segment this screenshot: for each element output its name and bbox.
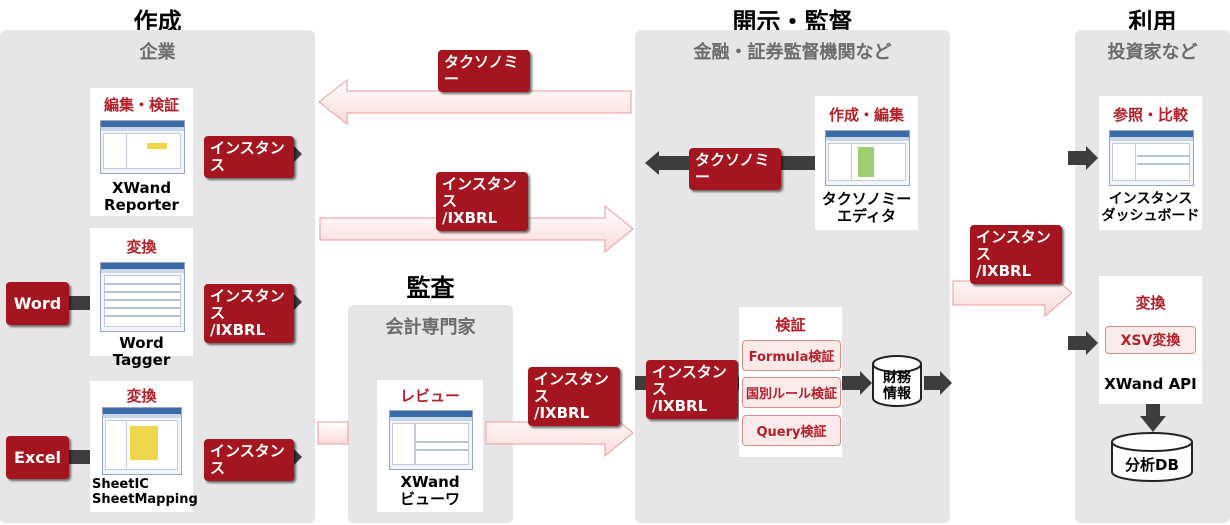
viewer-screenshot-icon: [389, 410, 473, 470]
regulator-to-investor-badge: インスタンス /IXBRL: [970, 225, 1062, 284]
dashboard-screenshot-icon: [1109, 130, 1194, 186]
card-label: XWand Reporter: [104, 179, 179, 214]
country-rule-check-button[interactable]: 国別ルール検証: [742, 377, 841, 408]
create-section-subtitle: 企業: [139, 42, 176, 63]
disclose-section-subtitle: 金融・証券監督機関など: [693, 42, 892, 63]
card-label: Word Tagger: [112, 334, 171, 369]
query-check-button[interactable]: Query検証: [742, 415, 841, 446]
taxonomy-editor-screenshot-icon: [825, 130, 910, 186]
excel-instance-badge: インスタンス: [204, 439, 294, 481]
validation-title: 検証: [775, 316, 806, 334]
analysis-db-label: 分析DB: [1125, 456, 1179, 474]
xwand-api-card[interactable]: 変換 XSV変換 XWand API: [1099, 276, 1202, 404]
card-label: SheetIC SheetMapping: [92, 477, 198, 507]
taxonomy-flow-badge: タクソノミー: [438, 50, 530, 92]
financial-db-icon: [872, 355, 922, 407]
card-title: 変換: [126, 238, 157, 256]
word-source[interactable]: Word: [6, 282, 69, 325]
reporter-screenshot-icon: [100, 120, 185, 174]
card-label: XWand ビューワ: [399, 473, 460, 508]
card-title: 変換: [1135, 294, 1166, 312]
formula-check-button[interactable]: Formula検証: [742, 340, 841, 371]
excel-to-audit-arrow: [317, 421, 349, 445]
xwand-viewer-card[interactable]: レビュー XWand ビューワ: [377, 380, 483, 512]
card-label: タクソノミー エディタ: [821, 190, 912, 225]
card-title: 変換: [126, 387, 157, 405]
word-tagger-card[interactable]: 変換 Word Tagger: [90, 228, 193, 369]
company-to-regulator-badge: インスタンス /IXBRL: [436, 172, 528, 231]
xwand-reporter-card[interactable]: 編集・検証 XWand Reporter: [90, 88, 193, 216]
card-title: レビュー: [399, 387, 460, 405]
xsv-convert-button[interactable]: XSV変換: [1105, 326, 1196, 354]
regulator-input-badge: インスタンス /IXBRL: [646, 360, 738, 419]
word-tagger-screenshot-icon: [100, 262, 185, 332]
audit-section-title: 監査: [406, 274, 455, 302]
sheetic-card[interactable]: 変換 SheetIC SheetMapping: [90, 381, 198, 512]
create-connectors: [68, 145, 302, 466]
taxonomy-output-badge: タクソノミー: [689, 148, 781, 190]
word-instance-ixbrl-badge: インスタンス /IXBRL: [204, 284, 294, 343]
taxonomy-to-company-arrow: [318, 78, 632, 126]
taxonomy-editor-card[interactable]: 作成・編集 タクソノミー エディタ: [815, 96, 918, 230]
analysis-db-icon: [1111, 432, 1193, 482]
investor-connectors: [1068, 146, 1166, 432]
reporter-instance-badge: インスタンス: [204, 136, 294, 178]
sheetic-screenshot-icon: [102, 407, 182, 475]
card-title: 参照・比較: [1112, 106, 1188, 124]
excel-source[interactable]: Excel: [6, 436, 69, 479]
instance-dashboard-card[interactable]: 参照・比較 インスタンス ダッシュボード: [1099, 96, 1202, 230]
card-title: 編集・検証: [103, 96, 179, 114]
audit-section-subtitle: 会計専門家: [385, 317, 476, 338]
use-section-subtitle: 投資家など: [1107, 42, 1198, 63]
card-label: インスタンス ダッシュボード: [1101, 191, 1200, 224]
card-title: 作成・編集: [828, 106, 904, 124]
card-label: XWand API: [1104, 375, 1197, 393]
audit-to-regulator-badge: インスタンス /IXBRL: [528, 367, 620, 426]
financial-db-label: 財務 情報: [883, 370, 911, 402]
